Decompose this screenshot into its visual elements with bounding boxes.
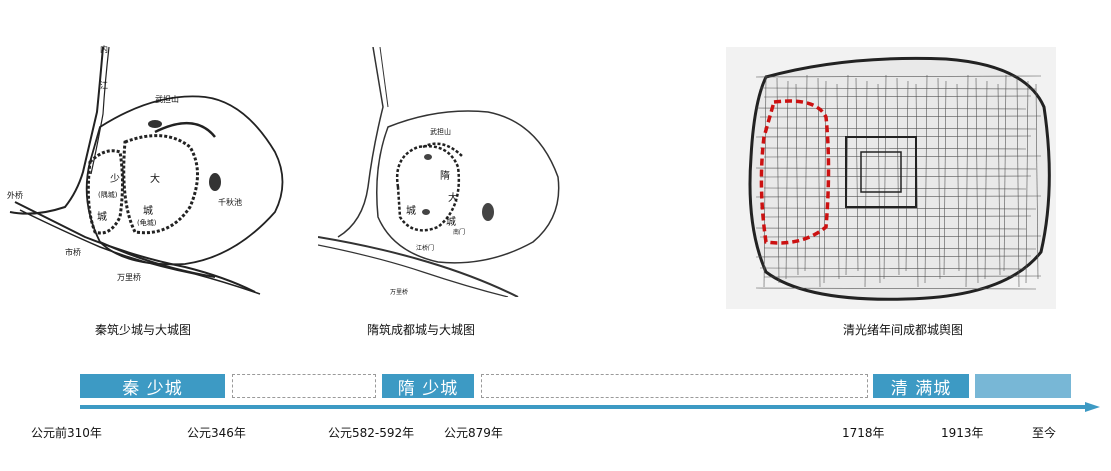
qin-label-yicheng: (龟城) bbox=[137, 219, 157, 227]
sui-map-drawing bbox=[318, 47, 560, 297]
sui-label-chengmen: 南门 bbox=[453, 229, 466, 236]
timeline-segment-modern bbox=[975, 374, 1071, 398]
qing-map-figure bbox=[726, 47, 1056, 309]
sui-label-sui: 隋 bbox=[440, 171, 450, 182]
qin-label-waiqiao: 外桥 bbox=[7, 191, 23, 200]
qin-label-wanli: 万里桥 bbox=[117, 273, 141, 282]
qin-label-cheng1: 城 bbox=[97, 212, 107, 223]
qin-label-nei: 内 bbox=[100, 45, 108, 54]
sui-label-jiangqiao: 江桥门 bbox=[416, 245, 435, 252]
qin-label-shao: 少 bbox=[110, 174, 120, 185]
qin-label-mincheng: (隅城) bbox=[98, 191, 118, 199]
qing-map-drawing bbox=[726, 47, 1056, 309]
tick-label-879: 公元879年 bbox=[444, 426, 503, 440]
caption-qing-map: 清光绪年间成都城舆图 bbox=[843, 323, 964, 337]
qin-map-figure: 内 江 武担山 少 大 (隅城) 城 城 (龟城) 千秋池 外桥 市桥 万里桥 bbox=[5, 42, 320, 297]
qin-label-qianqiu: 千秋池 bbox=[218, 198, 242, 207]
sui-label-wanli: 万里桥 bbox=[390, 289, 409, 296]
qin-label-jiang: 江 bbox=[100, 81, 108, 90]
sui-label-cheng1: 城 bbox=[406, 206, 416, 217]
qin-label-cheng2: 城 bbox=[143, 206, 153, 217]
timeline-segment-sui: 隋 少城 bbox=[382, 374, 474, 399]
timeline-segment-gap-2 bbox=[481, 374, 868, 398]
tick-label-present: 至今 bbox=[1032, 426, 1057, 440]
tick-label-310bc: 公元前310年 bbox=[31, 426, 102, 440]
caption-sui-map: 隋筑成都城与大城图 bbox=[367, 323, 476, 337]
qin-label-wudan: 武担山 bbox=[155, 95, 179, 104]
tick-label-1913: 1913年 bbox=[941, 426, 984, 440]
sui-label-cheng2: 城 bbox=[446, 217, 456, 228]
timeline-segment-gap-1 bbox=[232, 374, 376, 398]
timeline-axis-arrow bbox=[80, 402, 1100, 412]
tick-label-1718: 1718年 bbox=[842, 426, 885, 440]
sui-label-da: 大 bbox=[448, 193, 458, 204]
caption-qin-map: 秦筑少城与大城图 bbox=[95, 323, 192, 337]
tick-label-346: 公元346年 bbox=[187, 426, 246, 440]
timeline-segment-qing: 清 满城 bbox=[873, 374, 969, 399]
qin-label-da: 大 bbox=[150, 174, 160, 185]
tick-label-582-592: 公元582-592年 bbox=[328, 426, 415, 440]
qin-map-drawing bbox=[9, 46, 284, 295]
sui-label-wudan: 武担山 bbox=[430, 128, 451, 136]
timeline-segment-qin: 秦 少城 bbox=[80, 374, 225, 399]
qin-label-shiqiao: 市桥 bbox=[65, 248, 81, 257]
sui-map-figure: 武担山 隋 大 城 城 南门 江桥门 万里桥 bbox=[318, 47, 578, 297]
